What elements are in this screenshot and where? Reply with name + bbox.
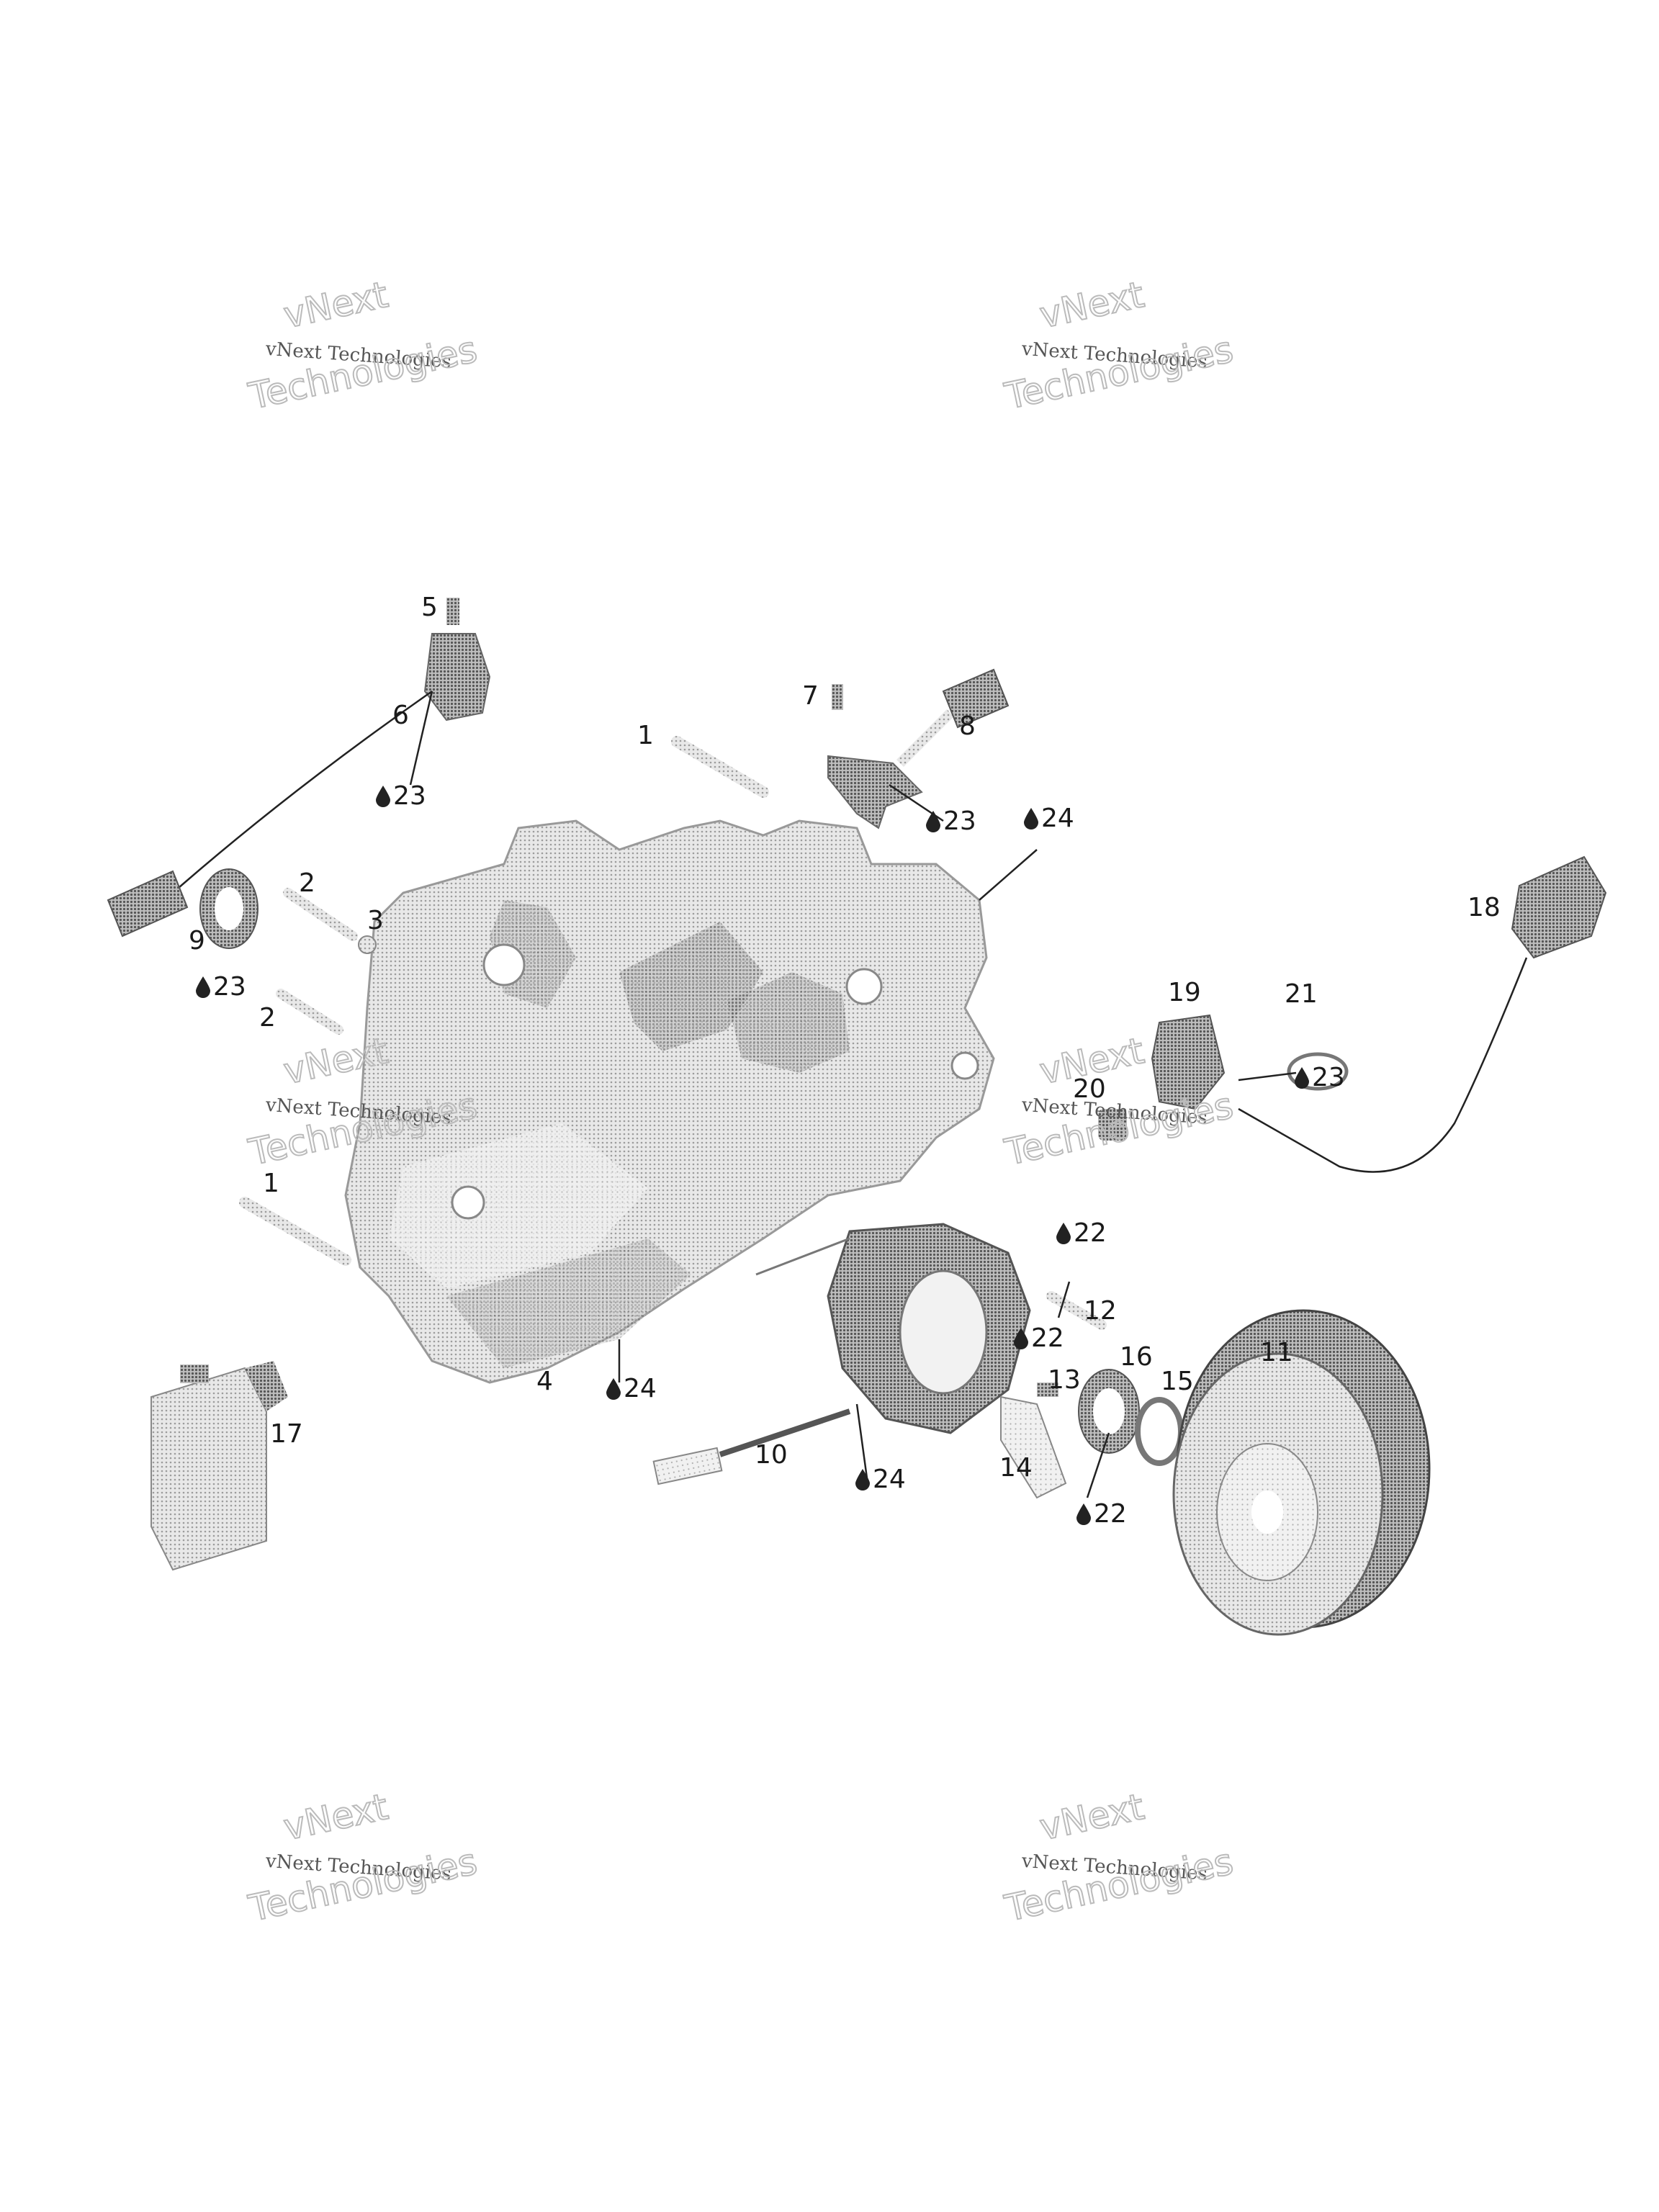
drop-callout-23-d: 23 [1295, 1063, 1345, 1092]
watermark-line1: vNext [1036, 1786, 1148, 1848]
bolt-12 [1046, 1291, 1107, 1330]
washer-3 [358, 935, 377, 954]
o-ring-21 [1287, 1052, 1349, 1091]
drop-label: 24 [624, 1374, 657, 1403]
seal-9 [199, 868, 258, 949]
drop-callout-24-a: 24 [1024, 804, 1074, 833]
callout-19: 19 [1168, 978, 1201, 1007]
drop-label: 22 [1094, 1499, 1127, 1529]
drop-label: 24 [1041, 804, 1074, 833]
callout-12: 12 [1084, 1296, 1117, 1326]
callout-2: 2 [259, 1003, 276, 1033]
bracket-14 [1000, 1395, 1067, 1499]
watermark-line1: vNext [280, 274, 392, 336]
washer-15 [1135, 1397, 1184, 1466]
drop-icon [1024, 808, 1038, 830]
drop-callout-24-c: 24 [855, 1465, 906, 1494]
callout-8: 8 [959, 711, 976, 741]
drop-callout-22-b: 22 [1014, 1323, 1064, 1353]
drop-icon [926, 811, 940, 832]
callout-7: 7 [802, 681, 819, 711]
drop-icon [855, 1469, 870, 1491]
watermark-top-left: vNext vNext Technologies Technologies [244, 273, 481, 418]
drop-label: 22 [1031, 1323, 1064, 1353]
leader-lines [409, 691, 1297, 1498]
drop-label: 22 [1074, 1218, 1107, 1248]
callout-15: 15 [1161, 1367, 1194, 1396]
callout-labels: 5 6 7 8 1 9 2 3 2 19 21 20 18 1 12 13 16… [189, 593, 1501, 1483]
flywheel-11 [1172, 1309, 1431, 1636]
bolt-2-lower [276, 989, 343, 1035]
bolt-1-lower [239, 1197, 351, 1266]
drop-callout-22-a: 22 [1056, 1218, 1107, 1248]
wiring-harness-18 [1238, 855, 1607, 1173]
drop-icon [376, 786, 390, 807]
bearing-16 [1078, 1369, 1140, 1454]
engine-crankcase [344, 819, 995, 1384]
callout-14: 14 [999, 1453, 1033, 1483]
callout-2: 2 [299, 868, 315, 898]
drop-callout-23-c: 23 [196, 972, 246, 1002]
callout-1: 1 [637, 721, 654, 750]
drop-callout-22-c: 22 [1076, 1499, 1127, 1529]
drop-icon [606, 1378, 621, 1400]
bolt-1-upper [671, 736, 769, 798]
drop-callout-24-b: 24 [606, 1374, 657, 1403]
sensor-6 [107, 598, 491, 938]
stator-10 [652, 1223, 1031, 1485]
callout-20: 20 [1073, 1074, 1106, 1104]
drop-callout-23-a: 23 [376, 781, 426, 811]
drop-icon [196, 976, 210, 998]
connector-19 [1151, 1014, 1226, 1110]
drop-label: 23 [943, 806, 976, 836]
plug-20 [1098, 1109, 1127, 1141]
callout-4: 4 [536, 1367, 553, 1396]
key-13 [1037, 1382, 1058, 1397]
callout-16: 16 [1120, 1342, 1153, 1372]
callout-13: 13 [1048, 1365, 1081, 1395]
drop-label: 23 [213, 972, 246, 1002]
bolt-2-upper [283, 888, 358, 941]
watermark-top-right: vNext vNext Technologies Technologies [1000, 273, 1237, 418]
drop-icon [1295, 1067, 1309, 1089]
callout-9: 9 [189, 926, 205, 956]
callout-18: 18 [1467, 893, 1501, 922]
callout-6: 6 [392, 701, 409, 730]
callout-5: 5 [421, 593, 438, 622]
callout-17: 17 [270, 1419, 303, 1449]
watermark-bottom-right: vNext vNext Technologies Technologies [1000, 1785, 1237, 1930]
watermark-line1: vNext [280, 1786, 392, 1848]
drop-icon [1056, 1223, 1071, 1244]
callout-1: 1 [263, 1169, 279, 1198]
drop-labels: 23 23 24 23 23 22 22 24 [196, 781, 1345, 1529]
drop-label: 23 [1312, 1063, 1345, 1092]
drop-label: 24 [873, 1465, 906, 1494]
drop-icon [1076, 1503, 1091, 1525]
callout-21: 21 [1285, 979, 1318, 1009]
sensor-8 [827, 668, 1010, 830]
drop-label: 23 [393, 781, 426, 811]
callout-3: 3 [367, 906, 384, 935]
drop-icon [1014, 1328, 1028, 1349]
drop-callout-23-b: 23 [926, 806, 976, 836]
callout-10: 10 [755, 1440, 788, 1470]
callout-11: 11 [1260, 1338, 1293, 1367]
module-17 [150, 1361, 288, 1571]
watermark-bottom-left: vNext vNext Technologies Technologies [244, 1785, 481, 1930]
watermark-line1: vNext [1036, 274, 1148, 336]
